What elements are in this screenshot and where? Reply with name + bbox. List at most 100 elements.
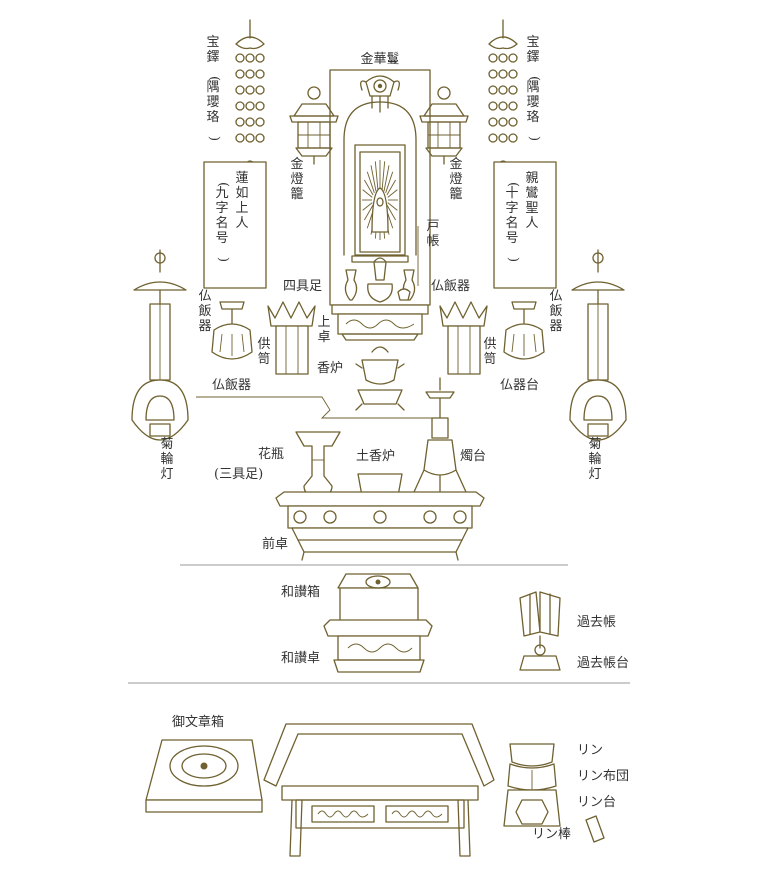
- label-kuge-right: 供笥: [483, 337, 496, 367]
- houtaku-bead: [235, 69, 245, 79]
- rosette: [423, 510, 437, 524]
- houtaku-bead: [245, 101, 255, 111]
- houtaku-bead: [508, 85, 518, 95]
- houtaku-bead: [508, 101, 518, 111]
- rin-dai-stand: [503, 789, 561, 827]
- label-koro: 香炉: [317, 361, 343, 376]
- houtaku-bead: [235, 53, 245, 63]
- label-bukkidai: 仏器台: [500, 378, 539, 393]
- label-wasanjoku: 和讃卓: [281, 651, 320, 666]
- label-rin-bou: リン棒: [532, 827, 571, 842]
- ray-line: [385, 171, 394, 194]
- houtaku-bead: [245, 133, 255, 143]
- houtaku-bead: [245, 117, 255, 127]
- label-kikurinto-right: 菊輪灯: [588, 437, 601, 482]
- kinkeman-ornament: [360, 75, 400, 113]
- label-rin: リン: [577, 743, 603, 758]
- ray-line: [386, 204, 396, 221]
- ray-line: [374, 161, 379, 191]
- label-maejoku: 前卓: [262, 536, 288, 552]
- houtaku-bead: [498, 69, 508, 79]
- maejoku-rosettes: [293, 510, 467, 524]
- houtaku-bead: [255, 85, 265, 95]
- koro-censer: [355, 346, 405, 411]
- houtaku-bead: [498, 85, 508, 95]
- houtaku-bead: [498, 133, 508, 143]
- labels: 金華鬘 宝鐸(隅瓔珞) 宝鐸(隅瓔珞) 金燈籠 金燈籠 蓮如上人 (九字名号) …: [160, 35, 629, 842]
- uwajoku-table: [331, 304, 429, 341]
- houtaku-bead: [255, 101, 265, 111]
- houtaku-bead: [488, 117, 498, 127]
- houtaku-bead: [488, 69, 498, 79]
- rosette: [293, 510, 307, 524]
- label-kintouro-right: 金燈籠: [449, 156, 462, 202]
- label-dokoro: 土香炉: [356, 449, 395, 464]
- label-shinran-sub: (十字名号): [505, 182, 520, 262]
- houtaku-bead: [245, 85, 255, 95]
- kuge-left: [267, 301, 316, 375]
- label-kakochodai: 過去帳台: [577, 656, 629, 671]
- gobunshobako-box: [145, 739, 263, 813]
- label-buppanki-left: 仏飯器: [198, 289, 211, 334]
- ray-line: [381, 161, 386, 191]
- label-buppanki-top: 仏飯器: [431, 279, 470, 294]
- label-kikurinto-left: 菊輪灯: [160, 437, 173, 482]
- houtaku-bead: [508, 133, 518, 143]
- houtaku-bead: [235, 101, 245, 111]
- label-kebin: 花瓶: [258, 446, 284, 462]
- houtaku-left: [235, 19, 265, 185]
- label-kinkeman: 金華鬘: [360, 51, 399, 67]
- houtaku-bead: [235, 133, 245, 143]
- ray-line: [364, 204, 374, 221]
- label-tobari: 戸帳: [426, 219, 439, 249]
- kuge-right: [439, 301, 488, 375]
- houtaku-bead: [488, 85, 498, 95]
- label-kuge-left: 供笥: [257, 337, 270, 367]
- houtaku-bead: [488, 133, 498, 143]
- houtaku-bead: [235, 85, 245, 95]
- label-kakocho: 過去帳: [577, 615, 616, 630]
- ray-line: [362, 189, 373, 198]
- ray-line: [370, 165, 377, 192]
- shinran-scroll: [493, 161, 557, 289]
- rin-futon-cushion: [507, 763, 557, 792]
- shokudai-candlestick: [413, 377, 467, 495]
- front-desk: [263, 723, 495, 857]
- kintouro-right: [419, 86, 469, 165]
- label-houtaku-right: 宝鐸(隅瓔珞): [526, 35, 541, 141]
- shigusoku-set: [344, 257, 416, 303]
- rosette: [453, 510, 467, 524]
- houtaku-bead: [488, 53, 498, 63]
- label-wasanbako: 和讃箱: [281, 584, 320, 600]
- label-buppanki-right: 仏飯器: [549, 289, 562, 334]
- houtaku-bead: [508, 69, 518, 79]
- houtaku-bead: [245, 53, 255, 63]
- label-kintouro-left: 金燈籠: [290, 156, 303, 202]
- rin-bell: [509, 743, 555, 767]
- label-shokudai: 燭台: [460, 449, 486, 464]
- label-shinran: 親鸞聖人: [525, 171, 538, 231]
- label-mitsugusoku: (三具足): [214, 467, 263, 482]
- buppanki-left: [211, 301, 253, 360]
- ray-line: [387, 202, 398, 211]
- label-uwajoku: 上卓: [317, 315, 330, 345]
- houtaku-bead: [235, 117, 245, 127]
- rennyo-scroll: [203, 161, 267, 289]
- kebin-vase: [295, 431, 341, 499]
- label-rennyo-sub: (九字名号): [215, 182, 230, 262]
- ray-line: [364, 179, 374, 196]
- label-gobunshobako: 御文章箱: [172, 714, 224, 730]
- kakochodai-stand: [519, 635, 561, 671]
- kikurinto-left: [131, 249, 189, 441]
- houtaku-right: [488, 19, 518, 185]
- ray-line: [362, 202, 373, 211]
- wasanjoku-table: [323, 619, 433, 673]
- label-rin-futon: リン布団: [577, 769, 629, 784]
- ray-line: [387, 189, 398, 198]
- ray-line: [383, 165, 390, 192]
- kikurinto-right: [569, 249, 627, 441]
- houtaku-bead: [508, 117, 518, 127]
- houtaku-bead: [488, 101, 498, 111]
- maejoku-table: [275, 491, 485, 561]
